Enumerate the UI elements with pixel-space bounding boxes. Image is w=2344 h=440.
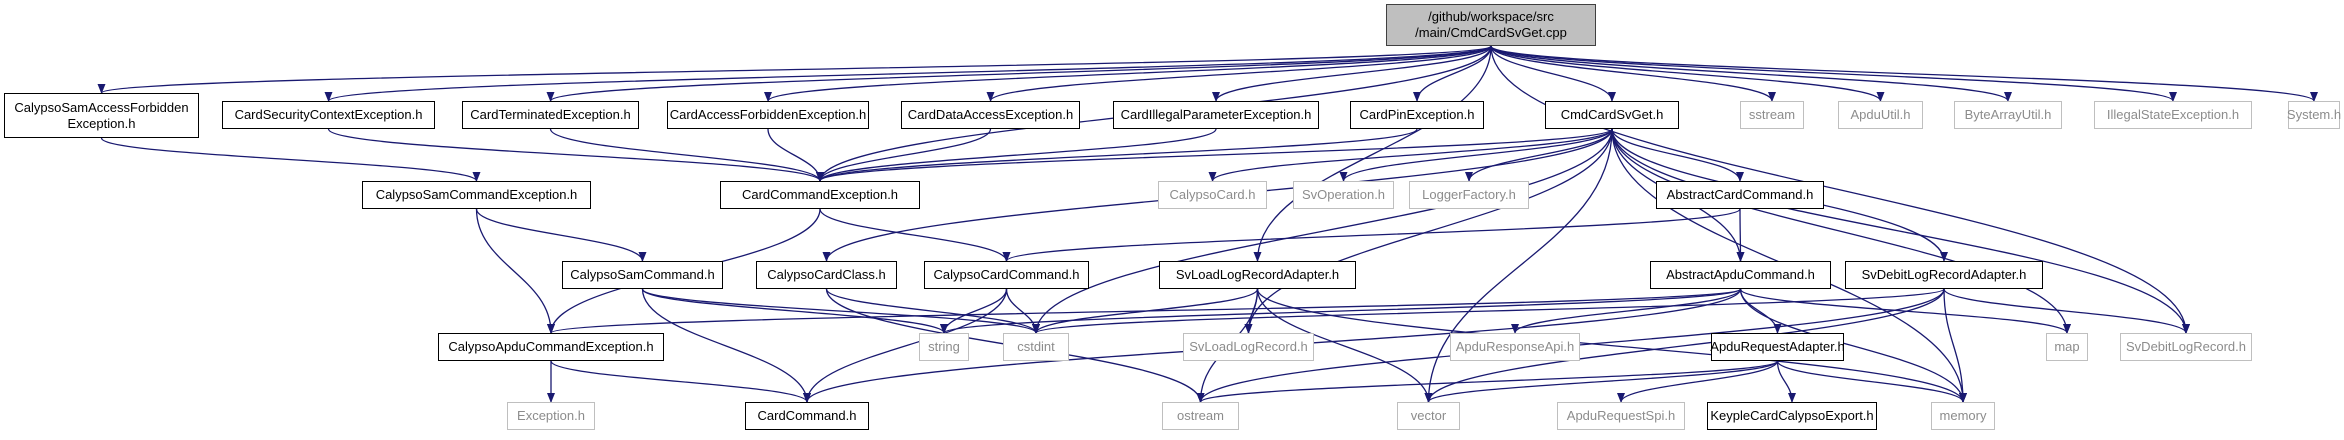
node-ise: IllegalStateException.h [2094, 101, 2252, 129]
edge-root-to-cte [546, 45, 1492, 102]
edge-cce-to-ccmd [819, 208, 1011, 262]
edge-csamce-to-cace [475, 208, 555, 334]
node-svdebit[interactable]: SvDebitLogRecordAdapter.h [1845, 261, 2043, 289]
edge-root-to-ise [1490, 45, 2177, 102]
edge-cmd-to-map [1611, 128, 2071, 334]
node-memory: memory [1931, 402, 1995, 430]
node-svloadrec: SvLoadLogRecord.h [1183, 333, 1314, 361]
edge-cmd-to-cstdint [1032, 128, 1613, 334]
edge-csamc-to-cardcmd [641, 288, 811, 403]
node-ccc[interactable]: CalypsoCardClass.h [756, 261, 897, 289]
edge-ara-to-arspi [1617, 360, 1779, 403]
edge-root-to-bau [1490, 45, 2012, 102]
edge-root-to-cafe [764, 45, 1492, 102]
edge-cte-to-cce [549, 128, 824, 182]
node-arspi: ApduRequestSpi.h [1557, 402, 1685, 430]
edge-root-to-cipe [1212, 45, 1492, 102]
edge-cafe-to-cce [767, 128, 824, 182]
node-map: map [2046, 333, 2088, 361]
node-cace[interactable]: CalypsoApduCommandException.h [438, 333, 664, 361]
node-cipe[interactable]: CardIllegalParameterException.h [1113, 101, 1319, 129]
node-ara[interactable]: ApduRequestAdapter.h [1710, 333, 1845, 361]
node-casafe[interactable]: CalypsoSamAccessForbidden Exception.h [4, 93, 199, 138]
node-cte[interactable]: CardTerminatedException.h [462, 101, 639, 129]
edge-cipe-to-cce [816, 128, 1217, 182]
node-apduutil: ApduUtil.h [1838, 101, 1923, 129]
node-string: string [919, 333, 969, 361]
node-ostream: ostream [1162, 402, 1239, 430]
node-cardcmd[interactable]: CardCommand.h [745, 402, 869, 430]
node-cce[interactable]: CardCommandException.h [720, 181, 920, 209]
node-cpe[interactable]: CardPinException.h [1350, 101, 1484, 129]
edge-root-to-casafe [98, 45, 1492, 94]
node-svop: SvOperation.h [1293, 181, 1394, 209]
edge-svdebit-to-svdebitrec [1943, 288, 2190, 334]
edge-cdae-to-cce [816, 128, 992, 182]
node-exc: Exception.h [507, 402, 595, 430]
edge-root-to-cdae [986, 45, 1492, 102]
node-aresp: ApduResponseApi.h [1450, 333, 1580, 361]
node-svdebitrec: SvDebitLogRecord.h [2120, 333, 2252, 361]
edge-cmd-to-acc [1611, 128, 1744, 182]
edge-root-to-svdebitrec [1490, 45, 2190, 334]
edge-cmd-to-logger [1465, 128, 1613, 182]
edge-root-to-system [1490, 45, 2318, 102]
edge-root-to-cmd [1490, 45, 1616, 102]
edge-aac-to-cace [547, 288, 1742, 334]
edge-root-to-apduutil [1490, 45, 1885, 102]
node-sstream: sstream [1740, 101, 1804, 129]
node-logger: LoggerFactory.h [1409, 181, 1529, 209]
edge-csamc-to-string [641, 288, 948, 334]
edge-root-to-csce [324, 45, 1492, 102]
edge-aac-to-memory [1739, 288, 1967, 403]
edge-aac-to-map [1739, 288, 2071, 334]
edge-aac-to-string [940, 288, 1742, 334]
edge-cmd-to-svloadrec [1244, 128, 1613, 334]
edge-casafe-to-csamce [100, 137, 481, 182]
node-csamce[interactable]: CalypsoSamCommandException.h [362, 181, 591, 209]
edge-cmd-to-calypsocard [1208, 128, 1613, 182]
edge-ara-to-ostream [1196, 360, 1779, 403]
edge-cpe-to-cce [816, 128, 1418, 182]
edge-aac-to-aresp [1511, 288, 1742, 334]
edge-svload-to-memory [1256, 288, 1967, 403]
edge-cace-to-cardcmd [550, 360, 811, 403]
node-calypsocard: CalypsoCard.h [1158, 181, 1267, 209]
node-bau: ByteArrayUtil.h [1954, 101, 2062, 129]
node-vector: vector [1397, 402, 1460, 430]
edge-cmd-to-svdebitrec [1611, 128, 2190, 334]
edge-ccc-to-cstdint [825, 288, 1040, 334]
edge-root-to-svload [1253, 45, 1492, 262]
edge-ara-to-memory [1776, 360, 1967, 403]
node-cdae[interactable]: CardDataAccessException.h [901, 101, 1080, 129]
edge-csamc-to-cstdint [641, 288, 1040, 334]
edge-aac-to-ara [1739, 288, 1782, 334]
node-ccmd[interactable]: CalypsoCardCommand.h [924, 261, 1089, 289]
edge-root-to-sstream [1490, 45, 1776, 102]
node-kcce[interactable]: KeypleCardCalypsoExport.h [1707, 402, 1877, 430]
node-root[interactable]: /github/workspace/src /main/CmdCardSvGet… [1386, 4, 1596, 46]
edge-ara-to-kcce [1776, 360, 1796, 403]
node-acc[interactable]: AbstractCardCommand.h [1656, 181, 1824, 209]
node-cmd[interactable]: CmdCardSvGet.h [1545, 101, 1679, 129]
edge-ara-to-vector [1424, 360, 1779, 403]
edge-ccmd-to-cardcmd [803, 288, 1008, 403]
edge-acc-to-aac [1736, 208, 1745, 262]
edge-svdebit-to-cstdint [1032, 288, 1945, 334]
edge-cmd-to-svop [1339, 128, 1613, 182]
node-csce[interactable]: CardSecurityContextException.h [222, 101, 435, 129]
node-system: System.h [2287, 101, 2341, 129]
edge-cmd-to-cce [816, 128, 1613, 182]
edge-csamce-to-csamc [475, 208, 647, 262]
node-cafe[interactable]: CardAccessForbiddenException.h [667, 101, 869, 129]
edge-acc-to-ccmd [1002, 208, 1741, 262]
edge-svdebit-to-memory [1943, 288, 1967, 403]
node-cstdint: cstdint [1003, 333, 1069, 361]
node-aac[interactable]: AbstractApduCommand.h [1650, 261, 1831, 289]
edge-csce-to-cce [327, 128, 824, 182]
edge-root-to-cpe [1413, 45, 1492, 102]
node-svload[interactable]: SvLoadLogRecordAdapter.h [1159, 261, 1356, 289]
node-csamc[interactable]: CalypsoSamCommand.h [562, 261, 723, 289]
